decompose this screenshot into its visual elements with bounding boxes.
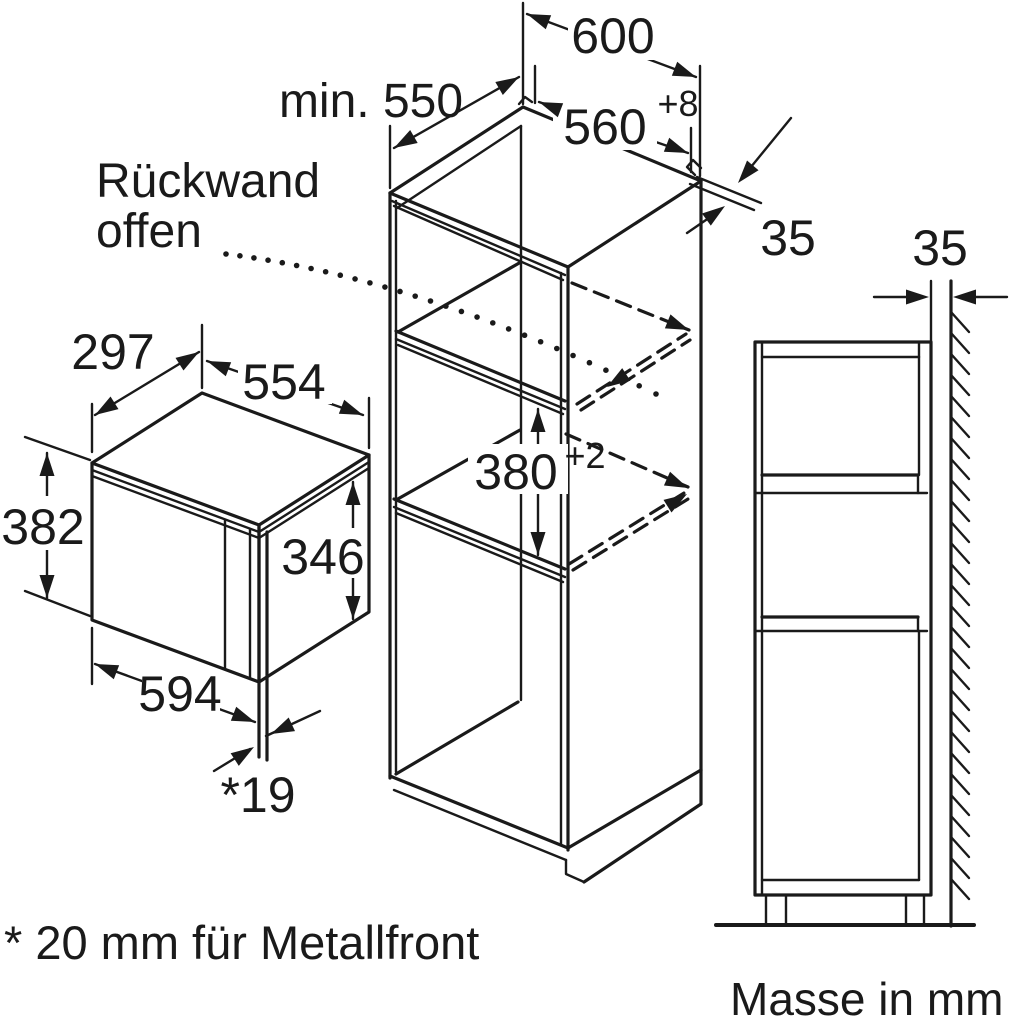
annotation-text: Rückwand offen * 20 mm für Metallfront M…: [4, 155, 1003, 1024]
dim-niche-height-tolerance: +2: [564, 435, 605, 476]
dim-niche-height: 380: [474, 444, 557, 500]
back-panel-dotted-leader: [223, 251, 659, 397]
dim-microwave-depth: 297: [71, 324, 154, 380]
dim-microwave-width: 594: [138, 666, 221, 722]
side-cabinet-outline: [714, 340, 976, 927]
dim-outer-width: 600: [571, 8, 654, 64]
back-panel-label-line2: offen: [96, 205, 202, 258]
units-note: Masse in mm: [730, 973, 1003, 1024]
dim-wall-clearance: 35: [912, 220, 968, 276]
dim-top-edge-thickness: 35: [760, 210, 816, 266]
wall-section: [949, 279, 971, 928]
text-backgrounds: [0, 8, 660, 718]
tall-cabinet-outline: [388, 95, 703, 884]
metal-front-footnote: * 20 mm für Metallfront: [4, 916, 479, 969]
dim-niche-width: 560: [563, 99, 646, 155]
dim-front-gap: *19: [220, 767, 295, 823]
dimension-arrowheads: [39, 14, 976, 766]
dimension-lines: [23, 1, 1009, 773]
dim-microwave-front-height: 346: [281, 529, 364, 585]
microwave-outline: [90, 391, 371, 762]
dim-min-depth: min. 550: [279, 75, 463, 128]
dim-niche-width-tolerance: +8: [657, 83, 698, 124]
back-panel-label-line1: Rückwand: [96, 155, 320, 208]
dim-microwave-height: 382: [1, 499, 84, 555]
wall-hatching: [949, 310, 971, 901]
dimension-text: 600 560 +8 min. 550 35 35 380 +2 297 554…: [1, 8, 968, 823]
dim-microwave-top-width: 554: [242, 354, 325, 410]
